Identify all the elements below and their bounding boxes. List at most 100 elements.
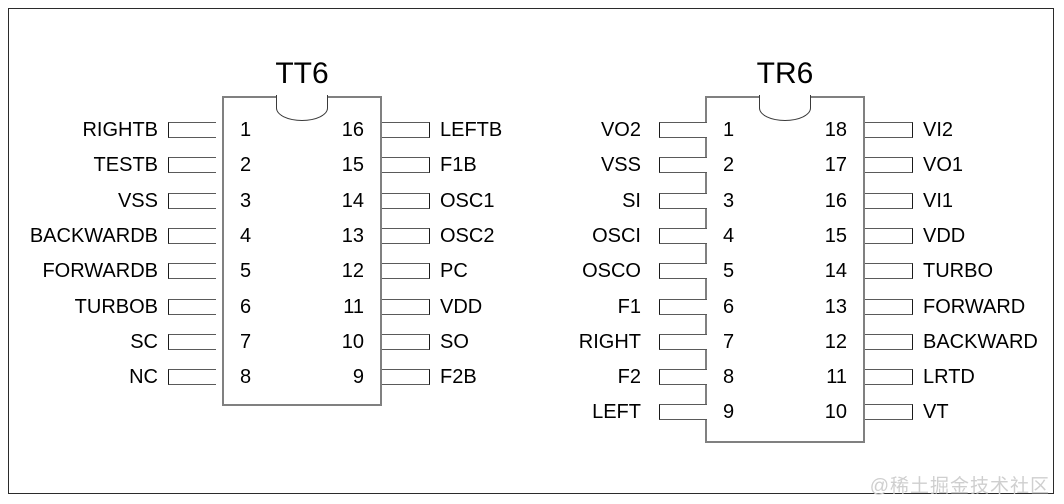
pin-number: 16 — [824, 189, 847, 212]
pin-label: FORWARDB — [42, 260, 158, 283]
pin-number: 18 — [824, 119, 847, 141]
pin-number: 9 — [352, 366, 364, 389]
pin-stub — [382, 227, 430, 244]
pin-label: OSCI — [592, 224, 641, 247]
pin-label: SC — [130, 330, 158, 353]
pin-stub — [659, 404, 707, 421]
pin-label: TURBO — [923, 260, 993, 283]
diagram-border — [8, 8, 1054, 494]
pin-number: 7 — [240, 330, 252, 353]
pin-number: 13 — [824, 295, 847, 318]
pin-label: VSS — [600, 154, 641, 177]
pin-number: 3 — [723, 189, 735, 212]
pin-label: F2B — [440, 366, 477, 389]
chip-title-tr6: TR6 — [756, 57, 814, 90]
pin-label: VSS — [117, 189, 158, 212]
pin-label: RIGHTB — [82, 119, 158, 141]
pin-stub — [659, 369, 707, 386]
chip-title-tt6: TT6 — [275, 57, 329, 90]
pin-label: LEFTB — [440, 119, 503, 141]
pin-stub — [168, 263, 216, 280]
pin-label: BACKWARD — [923, 330, 1038, 353]
pin-number: 11 — [343, 295, 364, 318]
pin-stub — [865, 227, 913, 244]
pin-number: 15 — [341, 154, 364, 177]
chip-notch-tr6 — [759, 95, 811, 121]
pin-stub — [382, 298, 430, 315]
pin-label: OSCO — [582, 260, 641, 283]
pin-number: 5 — [723, 260, 735, 283]
pin-label: PC — [440, 260, 468, 283]
pin-number: 5 — [240, 260, 252, 283]
pin-stub — [865, 192, 913, 209]
pin-label: OSC2 — [440, 224, 495, 247]
pin-stub — [168, 369, 216, 386]
pin-number: 7 — [723, 330, 735, 353]
pin-stub — [382, 192, 430, 209]
pin-stub — [659, 227, 707, 244]
pin-label: F1B — [440, 154, 477, 177]
pin-number: 1 — [723, 119, 735, 141]
pin-label: SO — [440, 330, 469, 353]
pin-number: 4 — [723, 224, 735, 247]
pin-label: LRTD — [923, 366, 975, 389]
pin-label: BACKWARDB — [29, 224, 158, 247]
pin-label: F2 — [617, 366, 641, 389]
pin-number: 10 — [824, 401, 847, 424]
pin-stub — [865, 298, 913, 315]
pin-number: 14 — [824, 260, 847, 283]
pin-stub — [659, 263, 707, 280]
pin-number: 14 — [341, 189, 364, 212]
pin-stub — [659, 192, 707, 209]
pin-label: SI — [622, 189, 641, 212]
pin-label: TESTB — [93, 154, 158, 177]
pin-number: 15 — [824, 224, 847, 247]
pin-number: 2 — [723, 154, 735, 177]
pin-stub — [659, 298, 707, 315]
pin-stub — [168, 298, 216, 315]
pin-stub — [865, 333, 913, 350]
pin-label: VT — [923, 401, 949, 424]
pin-label: FORWARD — [923, 295, 1026, 318]
watermark: @稀土掘金技术社区 — [869, 476, 1050, 497]
pin-number: 1 — [240, 119, 252, 141]
pin-stub — [382, 333, 430, 350]
pin-number: 16 — [341, 119, 364, 141]
pin-stub — [659, 157, 707, 174]
pin-label: VDD — [440, 295, 483, 318]
pin-stub — [865, 122, 913, 138]
notch-top-gap — [760, 95, 810, 98]
pin-stub — [865, 263, 913, 280]
pin-stub — [865, 369, 913, 386]
pin-label: LEFT — [592, 401, 641, 424]
pin-number: 8 — [723, 366, 735, 389]
pin-label: F1 — [617, 295, 641, 318]
pin-label: OSC1 — [440, 189, 495, 212]
pin-number: 8 — [240, 366, 252, 389]
pin-number: 3 — [240, 189, 252, 212]
pin-number: 4 — [240, 224, 252, 247]
pin-stub — [382, 369, 430, 386]
pin-number: 2 — [240, 154, 252, 177]
pin-label: VDD — [923, 224, 966, 247]
chip-notch-tt6 — [276, 95, 328, 121]
pin-stub — [659, 122, 707, 138]
notch-top-gap — [277, 95, 327, 98]
pin-number: 12 — [824, 330, 847, 353]
chip-body-tt6 — [222, 96, 382, 406]
pin-label: VO2 — [600, 119, 641, 141]
pin-stub — [865, 157, 913, 174]
pin-number: 6 — [240, 295, 252, 318]
pin-number: 17 — [824, 154, 847, 177]
pin-label: VI1 — [923, 189, 954, 212]
pin-stub — [382, 263, 430, 280]
pin-label: TURBOB — [74, 295, 158, 318]
pin-number: 12 — [341, 260, 364, 283]
pin-number: 13 — [341, 224, 364, 247]
pin-stub — [382, 122, 430, 138]
pin-number: 6 — [723, 295, 735, 318]
pin-label: VI2 — [923, 119, 954, 141]
pin-stub — [168, 122, 216, 138]
pin-stub — [659, 333, 707, 350]
